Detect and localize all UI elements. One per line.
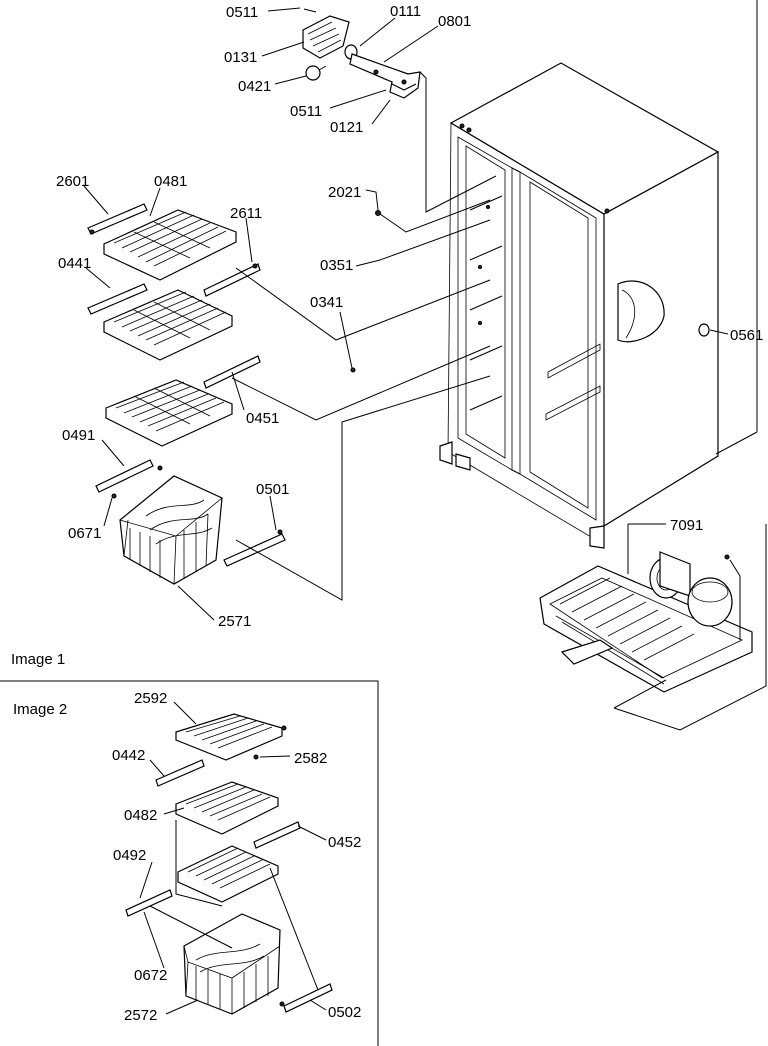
label-0121: 0121 [330, 119, 363, 136]
label-7091: 7091 [670, 517, 703, 534]
label-0442: 0442 [112, 747, 145, 764]
label-2582: 2582 [294, 750, 327, 767]
image2-frame [0, 680, 379, 1046]
label-0451: 0451 [246, 410, 279, 427]
label-0672: 0672 [134, 967, 167, 984]
label-0492: 0492 [113, 847, 146, 864]
refrigerator-cabinet [439, 62, 729, 549]
machine-compartment [539, 551, 753, 693]
freezer-shelf-middle [87, 283, 261, 389]
light-assembly [302, 15, 421, 99]
label-0511-top: 0511 [226, 4, 258, 21]
label-2021: 2021 [328, 184, 361, 201]
image2-shelf-lower [177, 845, 279, 903]
label-0481: 0481 [154, 173, 187, 190]
label-0561: 0561 [730, 327, 763, 344]
freezer-shelf-upper [87, 203, 261, 297]
label-2601: 2601 [56, 173, 89, 190]
label-0671: 0671 [68, 525, 101, 542]
label-2571: 2571 [218, 613, 251, 630]
label-0491: 0491 [62, 427, 95, 444]
label-0131: 0131 [224, 49, 257, 66]
label-0482: 0482 [124, 807, 157, 824]
label-0452: 0452 [328, 834, 361, 851]
part-labels: 0511 0111 0801 0131 0421 0511 0121 2601 … [11, 3, 763, 1024]
label-2611: 2611 [230, 205, 262, 222]
image2-shelf-top [175, 713, 287, 761]
freezer-basket [95, 459, 286, 585]
label-0502: 0502 [328, 1004, 361, 1021]
label-0421: 0421 [238, 78, 271, 95]
freezer-shelf-lower [105, 379, 233, 447]
label-0801: 0801 [438, 13, 471, 30]
label-0341: 0341 [310, 294, 343, 311]
label-2572: 2572 [124, 1007, 157, 1024]
image2-basket [125, 889, 333, 1015]
leader-lines [83, 0, 767, 1015]
label-0351: 0351 [320, 257, 353, 274]
label-0441: 0441 [58, 255, 91, 272]
image2-shelf-middle [155, 759, 301, 849]
label-0111: 0111 [390, 3, 421, 20]
label-0511-bottom: 0511 [290, 103, 322, 120]
label-2592: 2592 [134, 690, 167, 707]
label-0501: 0501 [256, 481, 289, 498]
image2-caption: Image 2 [13, 701, 67, 718]
image1-caption: Image 1 [11, 651, 65, 668]
